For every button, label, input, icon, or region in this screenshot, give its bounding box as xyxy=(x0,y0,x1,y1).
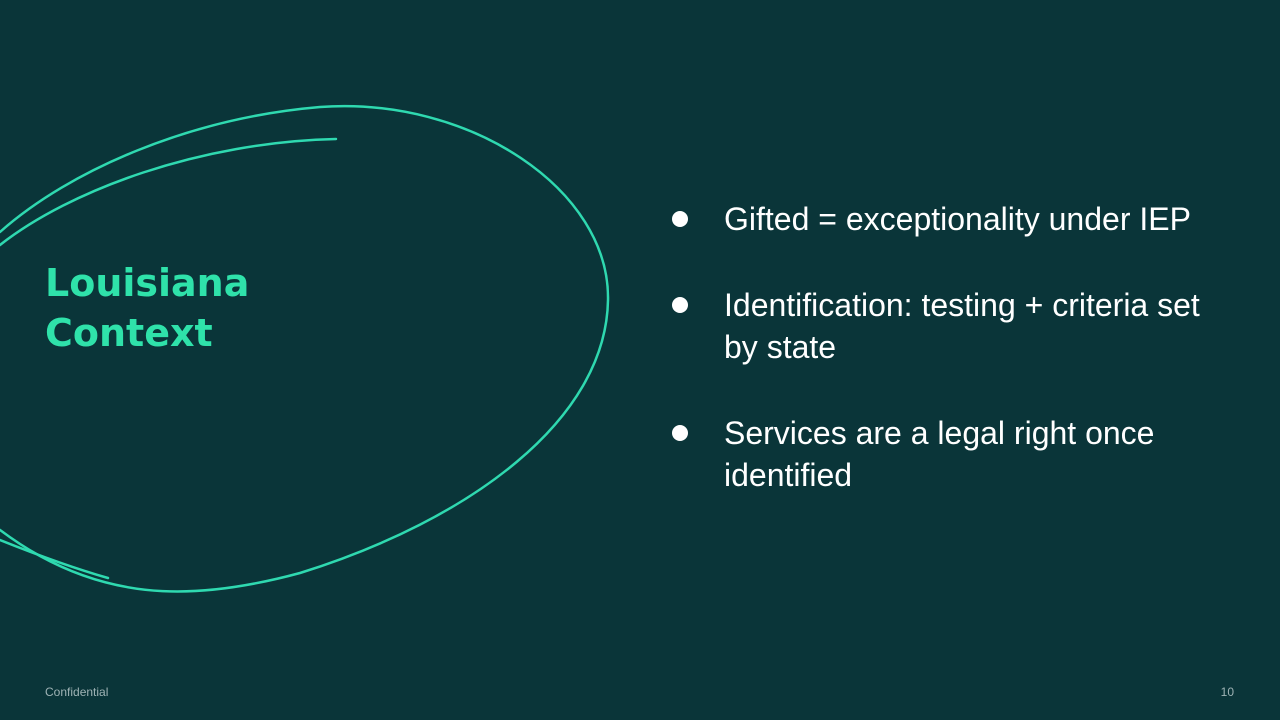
bullet-list: Gifted = exceptionality under IEP Identi… xyxy=(668,198,1228,540)
bullet-icon xyxy=(672,297,688,313)
slide-title-line-1: Louisiana xyxy=(45,261,250,305)
bullet-text: Identification: testing + criteria set b… xyxy=(724,287,1200,365)
bullet-item: Gifted = exceptionality under IEP xyxy=(668,198,1228,240)
page-number: 10 xyxy=(1220,685,1234,699)
bullet-text: Gifted = exceptionality under IEP xyxy=(724,201,1191,237)
slide-title: Louisiana Context xyxy=(45,258,465,358)
slide-title-line-2: Context xyxy=(45,311,213,355)
bullet-icon xyxy=(672,211,688,227)
bullet-icon xyxy=(672,425,688,441)
bullet-item: Identification: testing + criteria set b… xyxy=(668,284,1228,368)
bullet-item: Services are a legal right once identifi… xyxy=(668,412,1228,496)
bullet-text: Services are a legal right once identifi… xyxy=(724,415,1155,493)
confidential-footer: Confidential xyxy=(45,685,109,699)
